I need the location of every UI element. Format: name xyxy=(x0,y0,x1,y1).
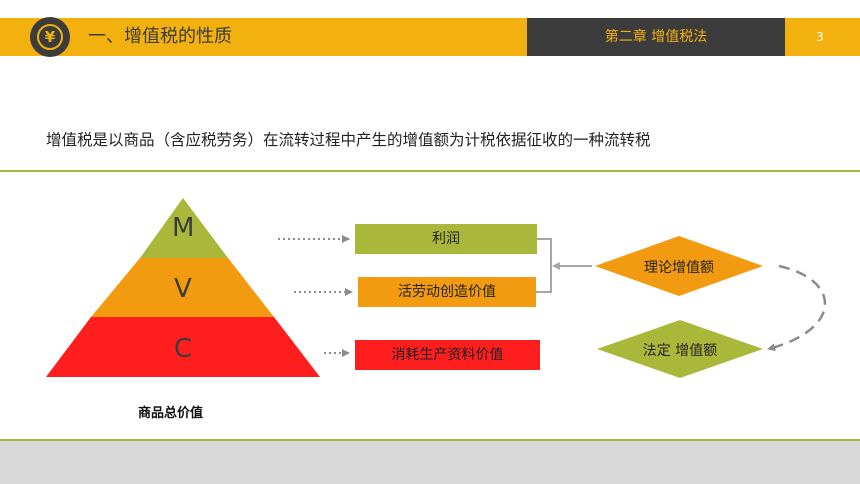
pyramid-caption: 商品总价值 xyxy=(138,406,204,421)
bracket-connector xyxy=(536,238,552,293)
chapter-title: 第二章 增值税法 xyxy=(604,29,708,45)
pyramid-label-m: M xyxy=(172,213,195,243)
pyramid-level-v xyxy=(91,258,274,317)
yuan-symbol: ¥ xyxy=(37,24,63,50)
diamond-statutory xyxy=(597,320,763,378)
definition-text: 增值税是以商品（含应税劳务）在流转过程中产生的增值额为计税依据征收的一种流转税 xyxy=(46,131,651,149)
label-theoretical-value-added: 理论增值额 xyxy=(644,260,714,276)
box-living-labor: 活劳动创造价值 xyxy=(358,277,536,307)
yuan-logo-icon: ¥ xyxy=(30,17,70,57)
top-divider xyxy=(0,170,860,172)
bottom-divider xyxy=(0,439,860,441)
footer-bar xyxy=(0,441,860,484)
section-title: 一、增值税的性质 xyxy=(88,26,232,47)
pyramid-level-c xyxy=(46,317,320,377)
pyramid-level-m xyxy=(140,198,228,258)
pyramid-label-v: V xyxy=(174,274,192,304)
box-profit: 利润 xyxy=(355,224,537,254)
label-statutory-value-added: 法定 增值额 xyxy=(642,343,718,359)
page-number: 3 xyxy=(816,30,824,44)
pyramid-label-c: C xyxy=(174,334,193,364)
curved-dashed-arrow xyxy=(767,264,827,352)
diamond-theoretical xyxy=(595,236,763,296)
chapter-banner xyxy=(527,18,785,56)
box-means-of-production: 消耗生产资料价值 xyxy=(355,340,540,370)
